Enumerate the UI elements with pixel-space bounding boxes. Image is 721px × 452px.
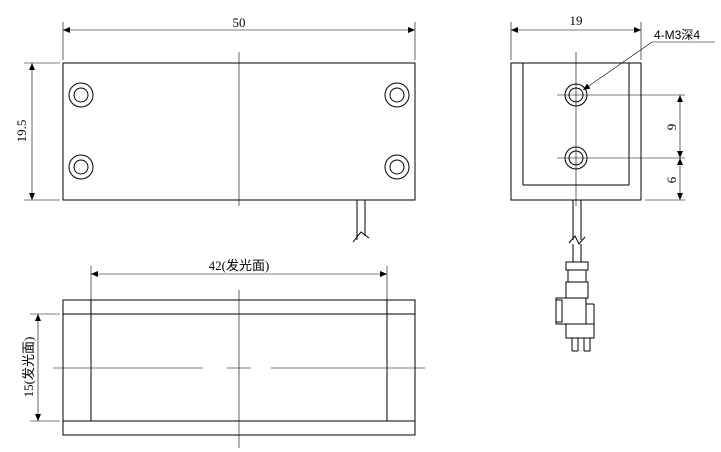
front-cable-stub [352, 200, 370, 243]
side-edge-offset-label: 6 [664, 176, 679, 183]
hole-callout: 4-M3深4 [582, 28, 715, 91]
emit-height-dimension: 15(发光面) [21, 313, 60, 422]
emit-width-label: 42(发光面) [209, 258, 270, 273]
emit-height-label: 15(发光面) [21, 337, 36, 398]
side-edge-offset-dimension: 6 [645, 158, 685, 201]
side-width-dimension: 19 [510, 13, 642, 60]
front-width-dimension: 50 [62, 15, 416, 60]
front-height-dimension: 19.5 [14, 62, 60, 201]
front-mounting-hole-top-left [68, 82, 94, 108]
front-view: 50 19.5 [14, 15, 416, 243]
front-mounting-hole-bottom-left [68, 154, 94, 180]
side-hole-upper [557, 83, 685, 107]
side-hole-lower [557, 146, 685, 170]
front-mounting-hole-top-right [384, 82, 410, 108]
emit-width-dimension: 42(发光面) [90, 258, 388, 300]
front-height-label: 19.5 [14, 120, 29, 143]
hole-callout-label: 4-M3深4 [654, 28, 700, 42]
front-width-label: 50 [233, 15, 246, 30]
side-hole-spacing-label: 9 [664, 124, 679, 131]
front-mounting-hole-bottom-right [384, 154, 410, 180]
bottom-view: 42(发光面) 15(发光面) [21, 258, 425, 448]
side-width-label: 19 [570, 13, 583, 28]
side-hole-spacing-dimension: 9 [664, 95, 683, 158]
side-view: 19 4-M3深4 9 6 [510, 13, 715, 352]
side-cable-connector [555, 200, 595, 352]
